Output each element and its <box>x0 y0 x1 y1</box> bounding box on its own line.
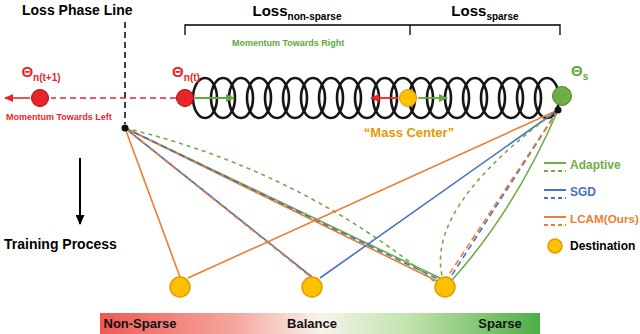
momentum-arrow <box>195 97 234 99</box>
training-arrow <box>80 158 81 224</box>
loss-text: Loss <box>451 2 486 19</box>
parameter-node: “Mass Center” <box>399 89 417 107</box>
optimizer-path <box>450 110 558 278</box>
optimizer-path <box>125 128 438 279</box>
legend-solid-line <box>544 216 566 218</box>
parameter-node: Θn(t+1) <box>31 89 49 107</box>
momentum-arrow <box>5 98 447 99</box>
legend-swatch <box>543 185 567 203</box>
annotation-label: Momentum Towards Left <box>6 112 112 123</box>
momentum-arrow <box>5 97 30 99</box>
legend-label: Adaptive <box>570 158 621 172</box>
optimizer-path <box>125 128 436 283</box>
optimizer-path <box>320 110 558 278</box>
legend-label: LCAM(Ours) <box>570 212 639 226</box>
legend-solid-line <box>544 189 566 191</box>
node-text: “Mass Center” <box>364 125 454 140</box>
node-label: Θs <box>571 61 588 83</box>
loss-text: sparse <box>486 11 518 22</box>
band-label: Non-Sparse <box>104 316 177 332</box>
annotation-label: Loss Phase Line <box>22 2 132 19</box>
node-text: s <box>583 71 589 82</box>
destination-circle <box>435 277 455 297</box>
parameter-node: Θn(t) <box>176 89 194 107</box>
node-label: “Mass Center” <box>364 122 454 141</box>
legend-dashed-line <box>544 224 566 226</box>
annotation-label: Momentum Towards Right <box>232 38 344 49</box>
band-label: Sparse <box>478 316 521 332</box>
start-dot <box>122 125 129 132</box>
destination-circle <box>302 277 322 297</box>
destination-circle <box>548 239 562 253</box>
legend-swatch <box>543 212 567 230</box>
optimizer-path <box>125 128 440 278</box>
loss-bracket <box>409 25 410 35</box>
momentum-arrow <box>371 97 398 99</box>
loss-bracket <box>185 25 560 35</box>
band-label: Balance <box>287 316 337 332</box>
training-arrow <box>79 158 81 224</box>
optimizer-path <box>125 128 312 277</box>
phase-line <box>125 22 126 124</box>
start-dot <box>122 107 562 132</box>
optimizer-path <box>446 110 558 279</box>
destination-circle <box>170 277 190 297</box>
legend-label: SGD <box>570 185 596 199</box>
spring <box>193 78 559 118</box>
optimizer-path <box>440 110 558 283</box>
node-text: Θ <box>21 63 33 80</box>
loss-label: Losssparse <box>451 1 518 23</box>
legend-label: Destination <box>570 239 635 253</box>
loss-label: Lossnon-sparse <box>253 1 342 23</box>
loss-bracket <box>185 25 560 35</box>
optimizer-path <box>125 128 437 281</box>
node-text: n(t+1) <box>33 72 61 83</box>
start-dot <box>555 107 562 114</box>
legend-swatch <box>543 158 567 176</box>
sparsity-band: Non-Sparse Balance Sparse <box>100 313 540 334</box>
loss-text: non-sparse <box>288 11 342 22</box>
node-label: Θn(t) <box>172 62 200 84</box>
optimizer-path <box>125 110 558 283</box>
loss-text: Loss <box>253 2 288 19</box>
node-text: Θ <box>172 63 184 80</box>
destination-circle <box>170 239 562 297</box>
optimizer-path <box>125 128 312 278</box>
annotation-label: Training Process <box>4 236 117 253</box>
parameter-node: Θs <box>552 86 572 106</box>
legend-solid-line <box>544 162 566 164</box>
momentum-arrow <box>418 97 447 99</box>
node-text: Θ <box>571 62 583 79</box>
node-label: Θn(t+1) <box>21 62 60 84</box>
legend-dashed-line <box>544 170 566 172</box>
momentum-arrow <box>51 97 176 99</box>
node-text: n(t) <box>184 72 200 83</box>
legend-dashed-line <box>544 197 566 199</box>
phase-line <box>124 22 126 124</box>
optimizer-path <box>188 110 558 278</box>
